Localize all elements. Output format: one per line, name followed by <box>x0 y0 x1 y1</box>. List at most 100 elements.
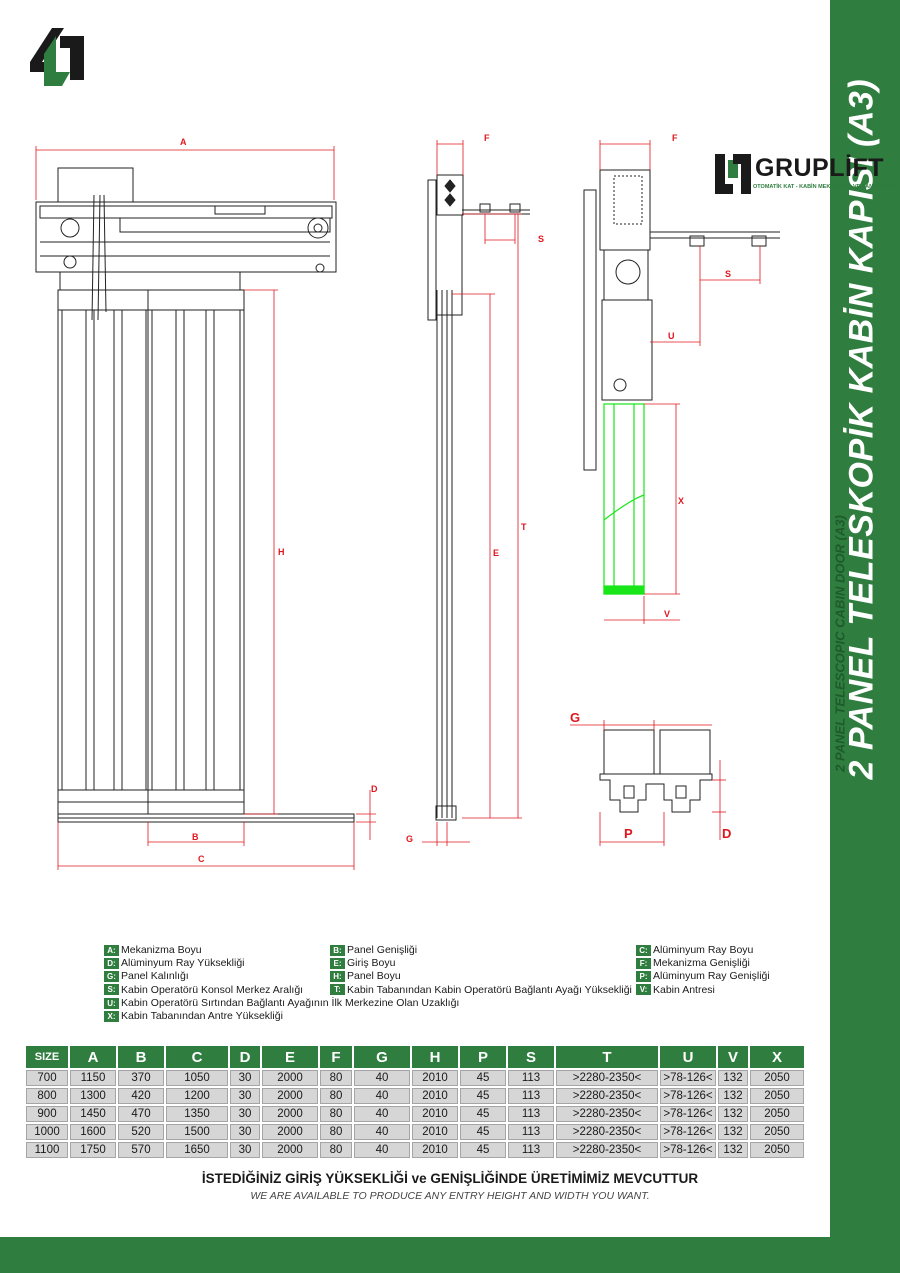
table-cell: 700 <box>26 1070 68 1086</box>
header-cell: SIZE <box>26 1046 68 1068</box>
dim-label-b: B <box>192 832 199 842</box>
logo-mark-icon <box>30 28 84 86</box>
legend-text: Panel Genişliği <box>347 944 418 956</box>
legend-item: S:Kabin Operatörü Konsol Merkez Aralığı <box>104 984 459 997</box>
table-cell: >2280-2350< <box>556 1088 658 1104</box>
side-subtitle: 2 PANEL TELESCOPIC CABIN DOOR (A3) <box>832 515 848 772</box>
table-cell: 132 <box>718 1142 748 1158</box>
detail-view <box>583 169 780 471</box>
legend-item: A:Mekanizma Boyu <box>104 944 459 957</box>
dim-label-f: F <box>484 133 490 143</box>
table-cell: 80 <box>320 1106 352 1122</box>
detail-panel <box>603 403 645 595</box>
table-cell: 520 <box>118 1124 164 1140</box>
brand-tagline: OTOMATİK KAT - KABİN MEKANİZMA VE PANELL… <box>753 184 893 190</box>
header-cell: X <box>750 1046 804 1068</box>
table-cell: 2010 <box>412 1070 458 1086</box>
legend-item: D:Alüminyum Ray Yüksekliği <box>104 957 459 970</box>
table-cell: 132 <box>718 1106 748 1122</box>
table-cell: 1100 <box>26 1142 68 1158</box>
header-cell: A <box>70 1046 116 1068</box>
table-cell: 132 <box>718 1088 748 1104</box>
dim-label-t: T <box>521 522 527 532</box>
legend-text: Mekanizma Genişliği <box>653 957 750 970</box>
table-cell: 1450 <box>70 1106 116 1122</box>
header-cell: C <box>166 1046 228 1068</box>
legend-text: Panel Kalınlığı <box>121 970 189 983</box>
brand-mark-icon <box>715 154 751 194</box>
front-dimensions <box>35 146 376 870</box>
table-cell: 1050 <box>166 1070 228 1086</box>
table-cell: >2280-2350< <box>556 1124 658 1140</box>
brand-logo: GRUPLİFT OTOMATİK KAT - KABİN MEKANİZMA … <box>715 150 893 200</box>
table-cell: 80 <box>320 1124 352 1140</box>
legend-text: Kabin Operatörü Konsol Merkez Aralığı <box>121 983 304 996</box>
table-header-row: SIZE A B C D E F G H P S T U V X <box>26 1046 804 1068</box>
legend-key: V: <box>636 984 651 996</box>
legend-text: Giriş Boyu <box>347 957 396 970</box>
legend-key: T: <box>330 984 345 996</box>
table-cell: 2010 <box>412 1088 458 1104</box>
detail-dimensions <box>599 140 761 624</box>
table-cell: 30 <box>230 1106 260 1122</box>
dim-label-a: A <box>180 137 187 147</box>
header-cell: V <box>718 1046 748 1068</box>
legend-key: C: <box>636 944 651 956</box>
brand-name: GRUPLİFT <box>755 154 884 182</box>
legend-key: H: <box>330 971 345 983</box>
legend-text: Kabin Operatörü Sırtından Bağlantı Ayağı… <box>121 996 460 1009</box>
dim-label-v: V <box>664 609 670 619</box>
production-note-tr: İSTEDİĞİNİZ GİRİŞ YÜKSEKLİĞİ ve GENİŞLİĞ… <box>201 1171 699 1186</box>
front-view <box>35 167 355 823</box>
header-cell: B <box>118 1046 164 1068</box>
legend-key: F: <box>636 957 651 969</box>
legend-item: E:Giriş Boyu <box>330 957 632 970</box>
table-cell: 45 <box>460 1142 506 1158</box>
table-cell: 2000 <box>262 1088 318 1104</box>
legend-item: X:Kabin Tabanından Antre Yüksekliği <box>104 1010 459 1023</box>
legend-text: Panel Boyu <box>347 970 401 983</box>
legend-text: Kabin Tabanından Kabin Operatörü Bağlant… <box>347 983 632 996</box>
legend-item: B:Panel Genişliği <box>330 944 632 957</box>
table-cell: >2280-2350< <box>556 1142 658 1158</box>
legend-key: A: <box>104 944 119 956</box>
dim-label-e: E <box>493 548 499 558</box>
legend-item: P:Alüminyum Ray Genişliği <box>636 970 770 983</box>
table-cell: 113 <box>508 1070 554 1086</box>
legend-text: Kabin Tabanından Antre Yüksekliği <box>121 1010 283 1023</box>
legend-item: F:Mekanizma Genişliği <box>636 957 770 970</box>
table-cell: 2050 <box>750 1124 804 1140</box>
legend-item: G:Panel Kalınlığı <box>104 970 459 983</box>
dim-label-u: U <box>668 331 675 341</box>
table-cell: 45 <box>460 1106 506 1122</box>
table-cell: 2050 <box>750 1088 804 1104</box>
table-cell: 113 <box>508 1142 554 1158</box>
table-cell: 2010 <box>412 1142 458 1158</box>
header-cell: H <box>412 1046 458 1068</box>
table-cell: 132 <box>718 1070 748 1086</box>
table-cell: 2010 <box>412 1124 458 1140</box>
table-cell: 40 <box>354 1142 410 1158</box>
side-dimensions <box>422 140 522 846</box>
table-cell: >2280-2350< <box>556 1106 658 1122</box>
table-cell: 370 <box>118 1070 164 1086</box>
table-cell: 1750 <box>70 1142 116 1158</box>
table-cell: 2050 <box>750 1142 804 1158</box>
legend-key: U: <box>104 997 119 1009</box>
table-cell: 45 <box>460 1088 506 1104</box>
legend-text: Mekanizma Boyu <box>121 944 202 956</box>
table-cell: >2280-2350< <box>556 1070 658 1086</box>
table-cell: 2000 <box>262 1106 318 1122</box>
header-cell: U <box>660 1046 716 1068</box>
table-cell: 2000 <box>262 1070 318 1086</box>
table-cell: 30 <box>230 1088 260 1104</box>
legend-item: C:Alüminyum Ray Boyu <box>636 944 770 957</box>
side-title: 2 PANEL TELESKOPİK KABİN KAPISI (A3) <box>842 78 881 780</box>
table-cell: 40 <box>354 1070 410 1086</box>
table-cell: 132 <box>718 1124 748 1140</box>
rail-profile <box>599 729 713 813</box>
band-white-edge <box>815 0 830 1273</box>
